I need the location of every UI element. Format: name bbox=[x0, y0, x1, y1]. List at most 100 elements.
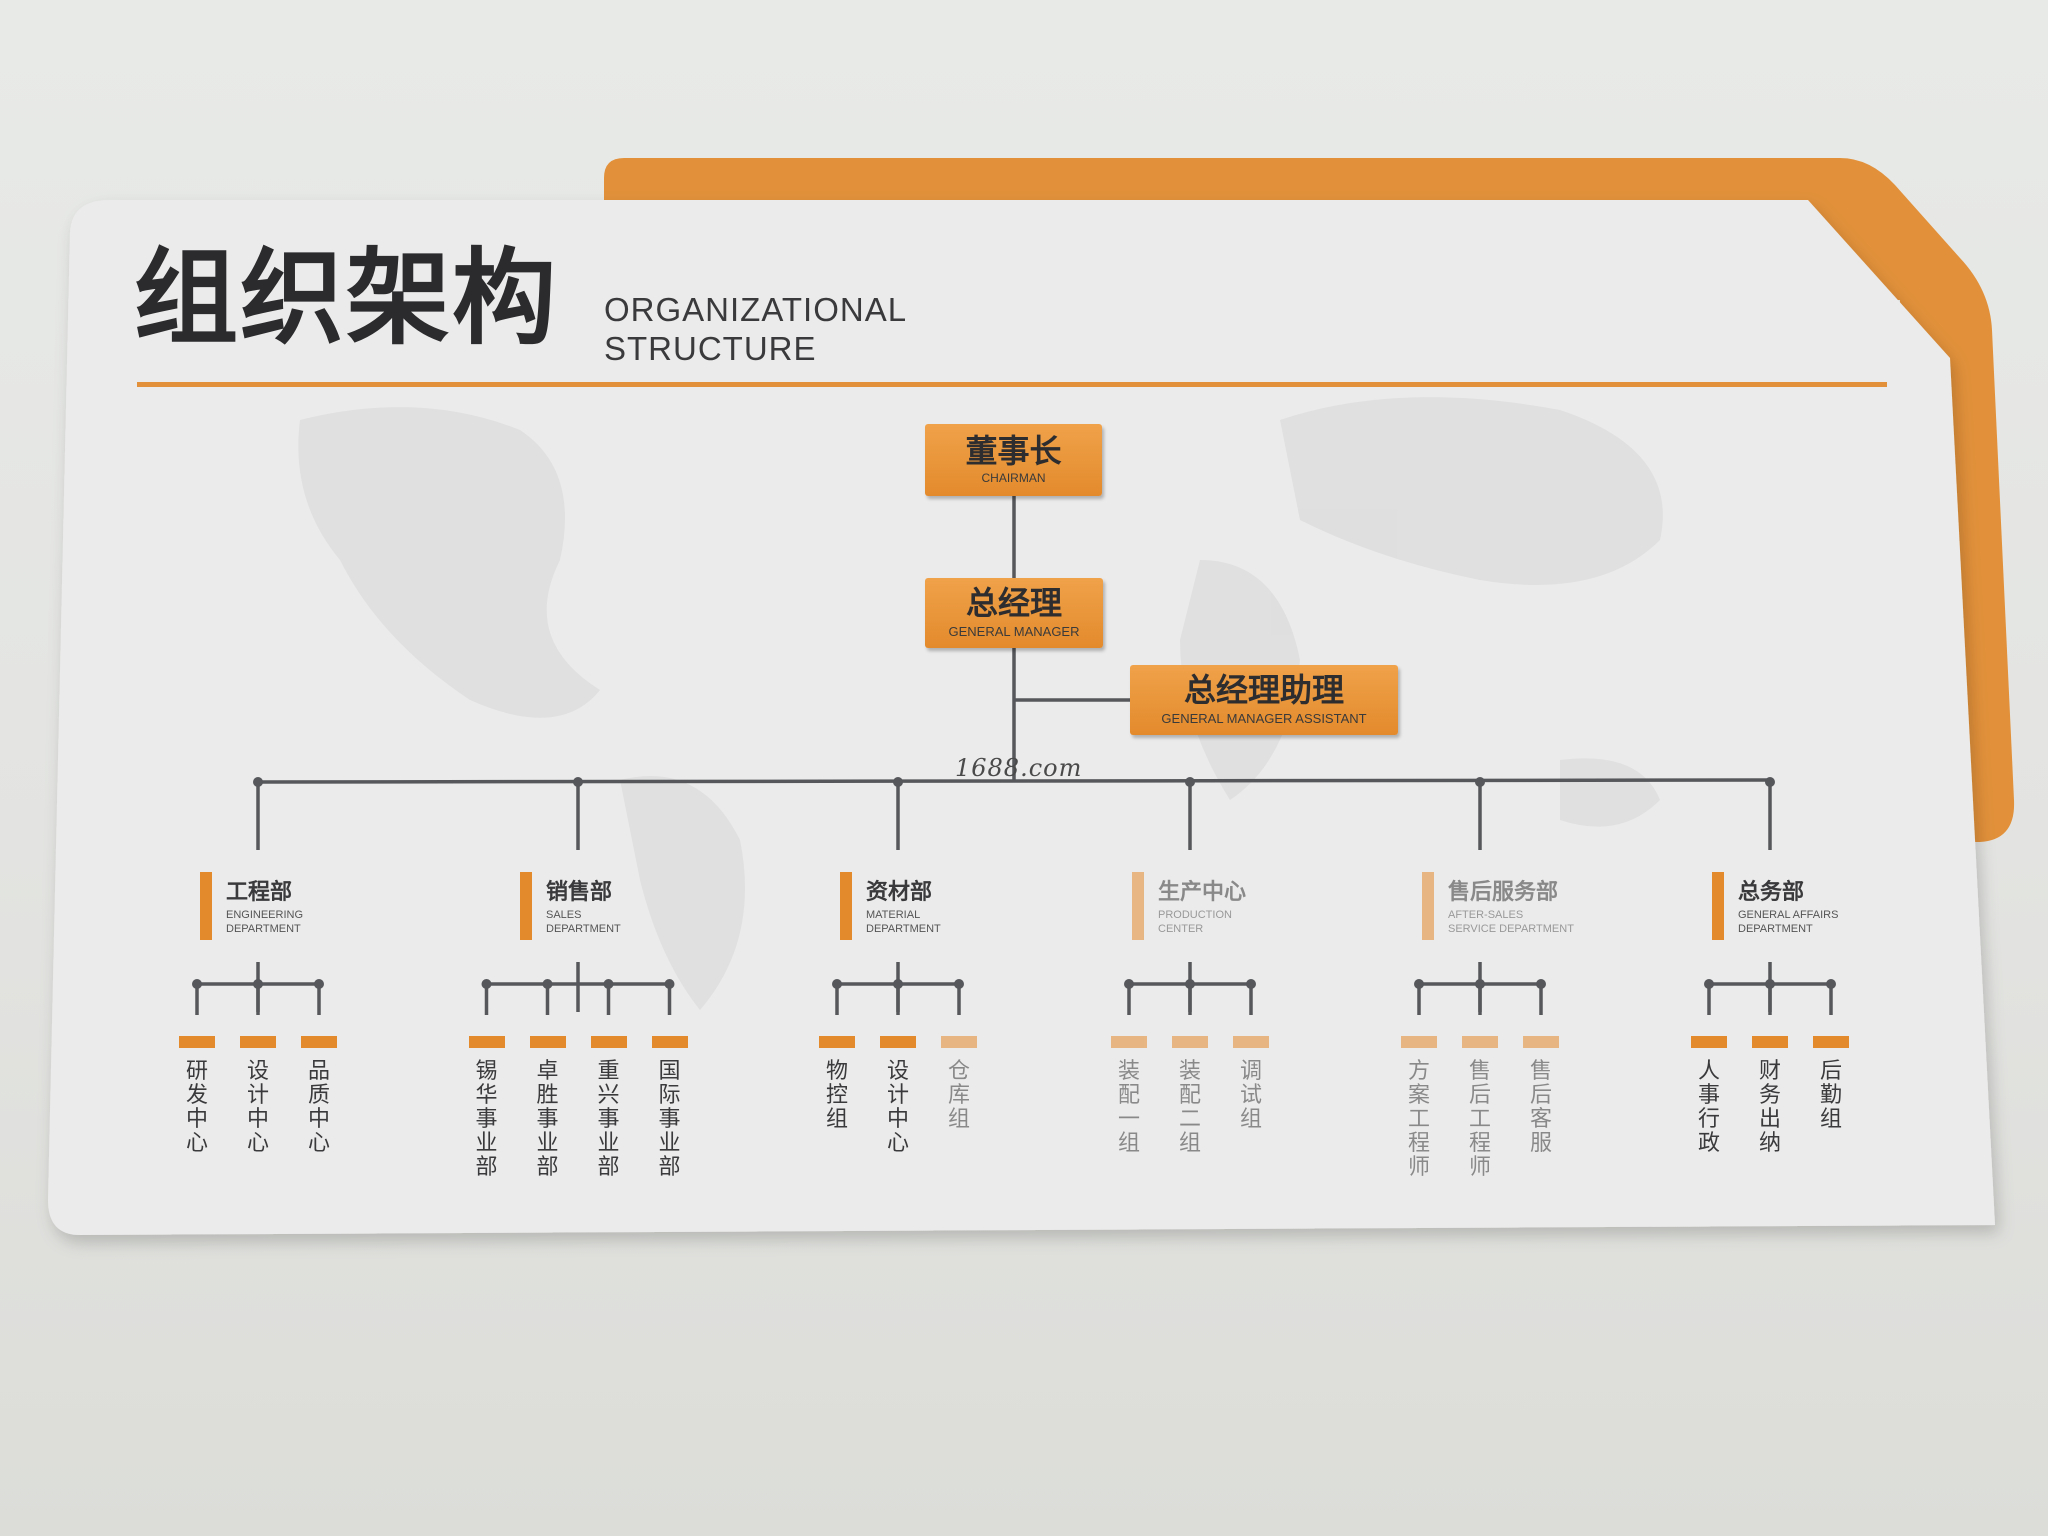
unit-dot-1-0 bbox=[481, 979, 492, 989]
unit-dot-3-2 bbox=[1246, 979, 1256, 989]
unit-2-2: 仓库组 bbox=[941, 1036, 977, 1132]
unit-accent-tab bbox=[301, 1036, 337, 1048]
unit-accent-tab bbox=[1813, 1036, 1849, 1048]
department-english-line-2: DEPARTMENT bbox=[546, 923, 621, 935]
gm-assistant-title: 总经理助理 bbox=[1183, 671, 1344, 710]
unit-dot-4-0 bbox=[1414, 979, 1424, 989]
bus-dot-3 bbox=[1185, 777, 1195, 787]
unit-2-0: 物控组 bbox=[819, 1036, 855, 1132]
unit-name: 卓胜事业部 bbox=[536, 1059, 559, 1180]
unit-3-2: 调试组 bbox=[1233, 1036, 1269, 1132]
unit-dot-1-3 bbox=[664, 979, 675, 989]
unit-name: 锡华事业部 bbox=[475, 1059, 498, 1180]
department-bus-line bbox=[257, 778, 1771, 784]
general-manager-title: 总经理 bbox=[965, 584, 1062, 623]
department-english-line-2: SERVICE DEPARTMENT bbox=[1448, 923, 1574, 935]
unit-1-2: 重兴事业部 bbox=[590, 1036, 627, 1180]
gm-assistant-box: 总经理助理 GENERAL MANAGER ASSISTANT bbox=[1130, 665, 1398, 735]
unit-name: 装配一组 bbox=[1117, 1059, 1140, 1156]
unit-dot-5-0 bbox=[1704, 979, 1714, 989]
unit-name: 仓库组 bbox=[947, 1059, 970, 1132]
unit-name: 方案工程师 bbox=[1407, 1059, 1430, 1180]
unit-name: 装配二组 bbox=[1178, 1059, 1201, 1156]
department-name: 总务部 bbox=[1738, 880, 1805, 905]
unit-name: 重兴事业部 bbox=[597, 1059, 620, 1180]
unit-1-1: 卓胜事业部 bbox=[529, 1036, 566, 1180]
unit-dot-5-2 bbox=[1826, 979, 1836, 989]
department-name-english: AFTER-SALES SERVICE DEPARTMENT bbox=[1448, 908, 1574, 936]
unit-accent-tab bbox=[1462, 1036, 1498, 1048]
department-english-line-2: CENTER bbox=[1158, 923, 1204, 935]
page-title: 组织架构 bbox=[134, 237, 559, 359]
unit-name: 财务出纳 bbox=[1758, 1059, 1781, 1156]
department-name: 售后服务部 bbox=[1448, 880, 1559, 905]
unit-dot-2-1 bbox=[893, 979, 903, 989]
unit-accent-tab bbox=[1401, 1036, 1437, 1048]
unit-4-2: 售后客服 bbox=[1523, 1036, 1559, 1156]
unit-name: 国际事业部 bbox=[658, 1059, 681, 1180]
department-name: 生产中心 bbox=[1158, 880, 1247, 905]
watermark-text: 1688.com bbox=[955, 754, 1083, 782]
department-english-line-1: GENERAL AFFAIRS bbox=[1738, 909, 1839, 921]
unit-dot-0-1 bbox=[253, 979, 263, 989]
department-name-english: MATERIAL DEPARTMENT bbox=[866, 908, 941, 936]
unit-4-1: 售后工程师 bbox=[1462, 1036, 1498, 1180]
unit-dot-1-1 bbox=[542, 979, 553, 989]
unit-dot-0-2 bbox=[314, 979, 324, 989]
unit-name: 售后客服 bbox=[1529, 1059, 1552, 1156]
unit-name: 研发中心 bbox=[185, 1059, 208, 1156]
department-name-english: GENERAL AFFAIRS DEPARTMENT bbox=[1738, 908, 1838, 936]
department-name: 销售部 bbox=[546, 880, 613, 905]
unit-5-1: 财务出纳 bbox=[1752, 1036, 1788, 1156]
unit-accent-tab bbox=[1172, 1036, 1208, 1048]
unit-0-1: 设计中心 bbox=[240, 1036, 276, 1156]
unit-accent-tab bbox=[880, 1036, 916, 1048]
world-map-background bbox=[298, 397, 1663, 1010]
unit-5-0: 人事行政 bbox=[1691, 1036, 1727, 1156]
unit-name: 调试组 bbox=[1239, 1059, 1262, 1132]
department-accent-bar bbox=[520, 872, 532, 940]
unit-dot-1-2 bbox=[603, 979, 614, 989]
unit-dot-3-0 bbox=[1124, 979, 1134, 989]
department-name: 资材部 bbox=[866, 880, 933, 905]
unit-accent-tab bbox=[240, 1036, 276, 1048]
connector-lines bbox=[195, 496, 1833, 1015]
unit-accent-tab bbox=[1523, 1036, 1559, 1048]
department-name: 工程部 bbox=[226, 880, 293, 905]
unit-4-0: 方案工程师 bbox=[1401, 1036, 1437, 1180]
department-english-line-2: DEPARTMENT bbox=[866, 923, 941, 935]
unit-accent-tab bbox=[529, 1036, 566, 1048]
bus-dot-4 bbox=[1475, 777, 1485, 787]
unit-3-0: 装配一组 bbox=[1111, 1036, 1147, 1156]
unit-accent-tab bbox=[819, 1036, 855, 1048]
unit-accent-tab bbox=[1752, 1036, 1788, 1048]
unit-accent-tab bbox=[1111, 1036, 1147, 1048]
unit-2-1: 设计中心 bbox=[880, 1036, 916, 1156]
department-accent-bar bbox=[840, 872, 852, 940]
unit-5-2: 后勤组 bbox=[1813, 1036, 1849, 1132]
unit-accent-tab bbox=[590, 1036, 627, 1048]
chairman-title: 董事长 bbox=[965, 431, 1062, 470]
chairman-box: 董事长 CHAIRMAN bbox=[925, 424, 1102, 496]
unit-dot-3-1 bbox=[1185, 979, 1195, 989]
unit-name: 物控组 bbox=[825, 1059, 848, 1132]
unit-accent-tab bbox=[1233, 1036, 1269, 1048]
department-accent-bar bbox=[200, 872, 212, 940]
department-accent-bar bbox=[1422, 872, 1434, 940]
department-english-line-2: DEPARTMENT bbox=[1738, 923, 1813, 935]
department-accent-bar bbox=[1712, 872, 1724, 940]
title-english-line-2: STRUCTURE bbox=[604, 330, 817, 367]
department-english-line-1: MATERIAL bbox=[866, 909, 921, 921]
department-english-line-1: AFTER-SALES bbox=[1448, 909, 1524, 921]
connector-dots bbox=[192, 777, 1836, 989]
unit-name: 设计中心 bbox=[246, 1059, 269, 1156]
gm-assistant-title-english: GENERAL MANAGER ASSISTANT bbox=[1161, 710, 1367, 726]
title-english-line-1: ORGANIZATIONAL bbox=[604, 291, 908, 328]
unit-dot-2-2 bbox=[954, 979, 964, 989]
unit-dot-0-0 bbox=[192, 979, 202, 989]
unit-dot-4-2 bbox=[1536, 979, 1546, 989]
unit-0-0: 研发中心 bbox=[179, 1036, 215, 1156]
